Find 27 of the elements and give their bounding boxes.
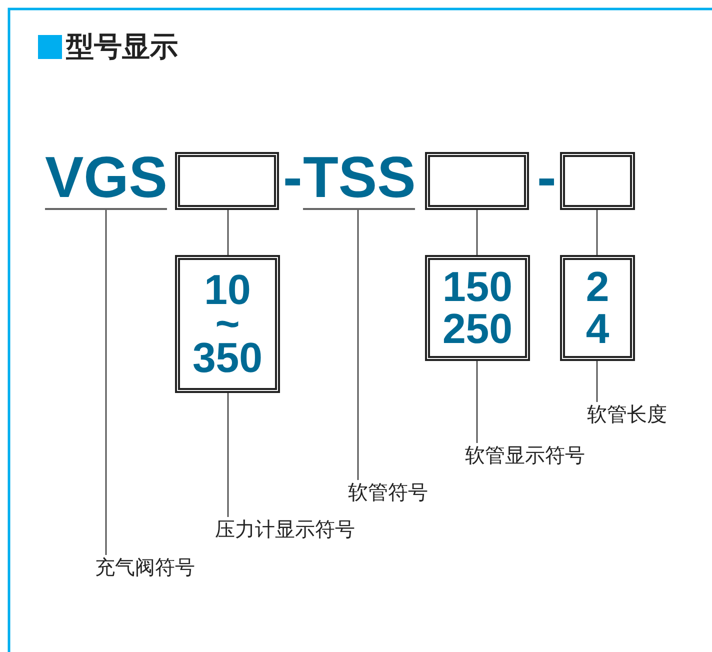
input-box <box>175 152 279 210</box>
option-values: 10 ~ 350 <box>191 273 264 375</box>
model-code: TSS <box>303 150 415 210</box>
leader-line <box>105 210 107 555</box>
part-label: 软管长度 <box>587 402 667 426</box>
option-box <box>175 255 280 393</box>
option-values: 2 4 <box>584 266 610 350</box>
separator-dash: - <box>283 150 302 206</box>
leader-line <box>227 393 229 517</box>
part-label: 软管符号 <box>348 480 428 504</box>
leader-line <box>596 361 598 402</box>
leader-line <box>357 210 359 480</box>
option-box <box>560 255 635 361</box>
leader-line <box>476 361 478 443</box>
input-box <box>560 152 635 210</box>
connector-line <box>596 210 598 255</box>
title: 型号显示 <box>66 30 178 64</box>
separator-dash: - <box>537 150 556 206</box>
part-label: 压力计显示符号 <box>215 517 355 541</box>
part-label: 充气阀符号 <box>95 555 195 579</box>
connector-line <box>476 210 478 255</box>
option-values: 150 250 <box>441 266 514 350</box>
option-box <box>425 255 530 361</box>
model-code: VGS <box>45 150 167 210</box>
connector-line <box>227 210 229 255</box>
part-label: 软管显示符号 <box>465 443 585 467</box>
input-box <box>425 152 529 210</box>
